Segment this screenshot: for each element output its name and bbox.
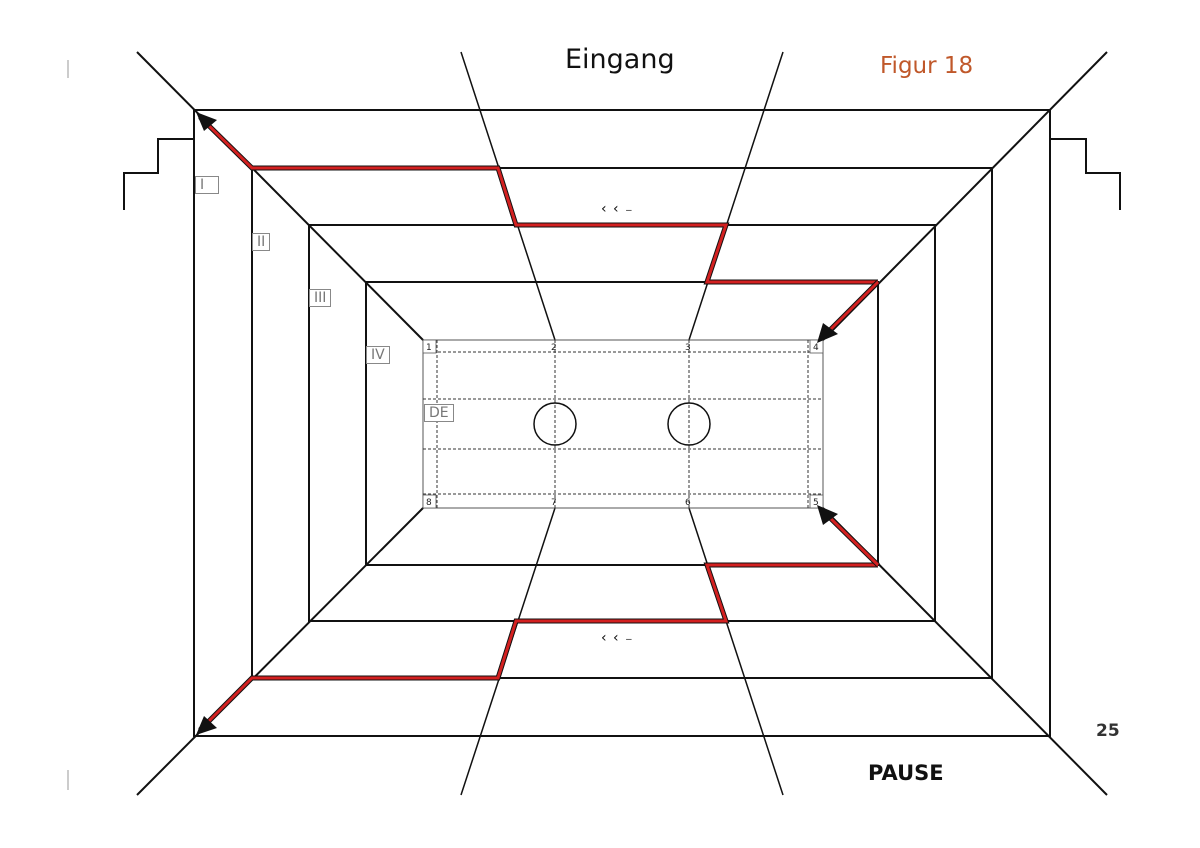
court: 1 2 3 4 5 6 7 8 <box>422 339 824 509</box>
corner-number-6: 6 <box>685 498 691 508</box>
court-label: DE <box>424 404 454 422</box>
zone-label-iii: III <box>309 289 332 307</box>
arrowhead-top-right <box>817 323 838 343</box>
stair-left <box>123 138 194 210</box>
corner-number-8: 8 <box>426 498 432 508</box>
zone-label-ii: II <box>252 233 271 251</box>
court-circle-right <box>667 402 711 446</box>
corner-number-3: 3 <box>685 343 691 353</box>
arrowhead-bottom-left <box>196 716 217 735</box>
court-circle-left <box>533 402 577 446</box>
court-corner-boxes <box>422 339 824 509</box>
court-dashed-grid <box>423 340 823 508</box>
figure-label: Figur 18 <box>880 53 974 79</box>
path-bottom <box>198 509 880 732</box>
direction-mark-top: ‹ ‹ ₋ <box>601 201 634 217</box>
direction-mark-bottom: ‹ ‹ ₋ <box>601 630 634 646</box>
stair-right <box>1050 138 1121 210</box>
court-outline <box>422 339 824 509</box>
arrowhead-bottom-right <box>817 505 838 525</box>
path-top <box>198 115 880 339</box>
zone-label-iv: IV <box>366 346 390 364</box>
arrowhead-top-left <box>196 112 217 131</box>
corner-number-7: 7 <box>551 498 557 508</box>
page-title: Eingang <box>565 44 675 75</box>
corner-number-5: 5 <box>813 498 819 508</box>
pause-label: PAUSE <box>868 761 944 785</box>
corner-number-2: 2 <box>551 343 557 353</box>
corner-number-1: 1 <box>426 343 432 353</box>
zone-label-i: I <box>195 176 219 194</box>
page-number: 25 <box>1096 721 1120 741</box>
court-corner-labels: 1 2 3 4 5 6 7 8 <box>426 343 819 508</box>
corner-number-4: 4 <box>813 343 819 353</box>
